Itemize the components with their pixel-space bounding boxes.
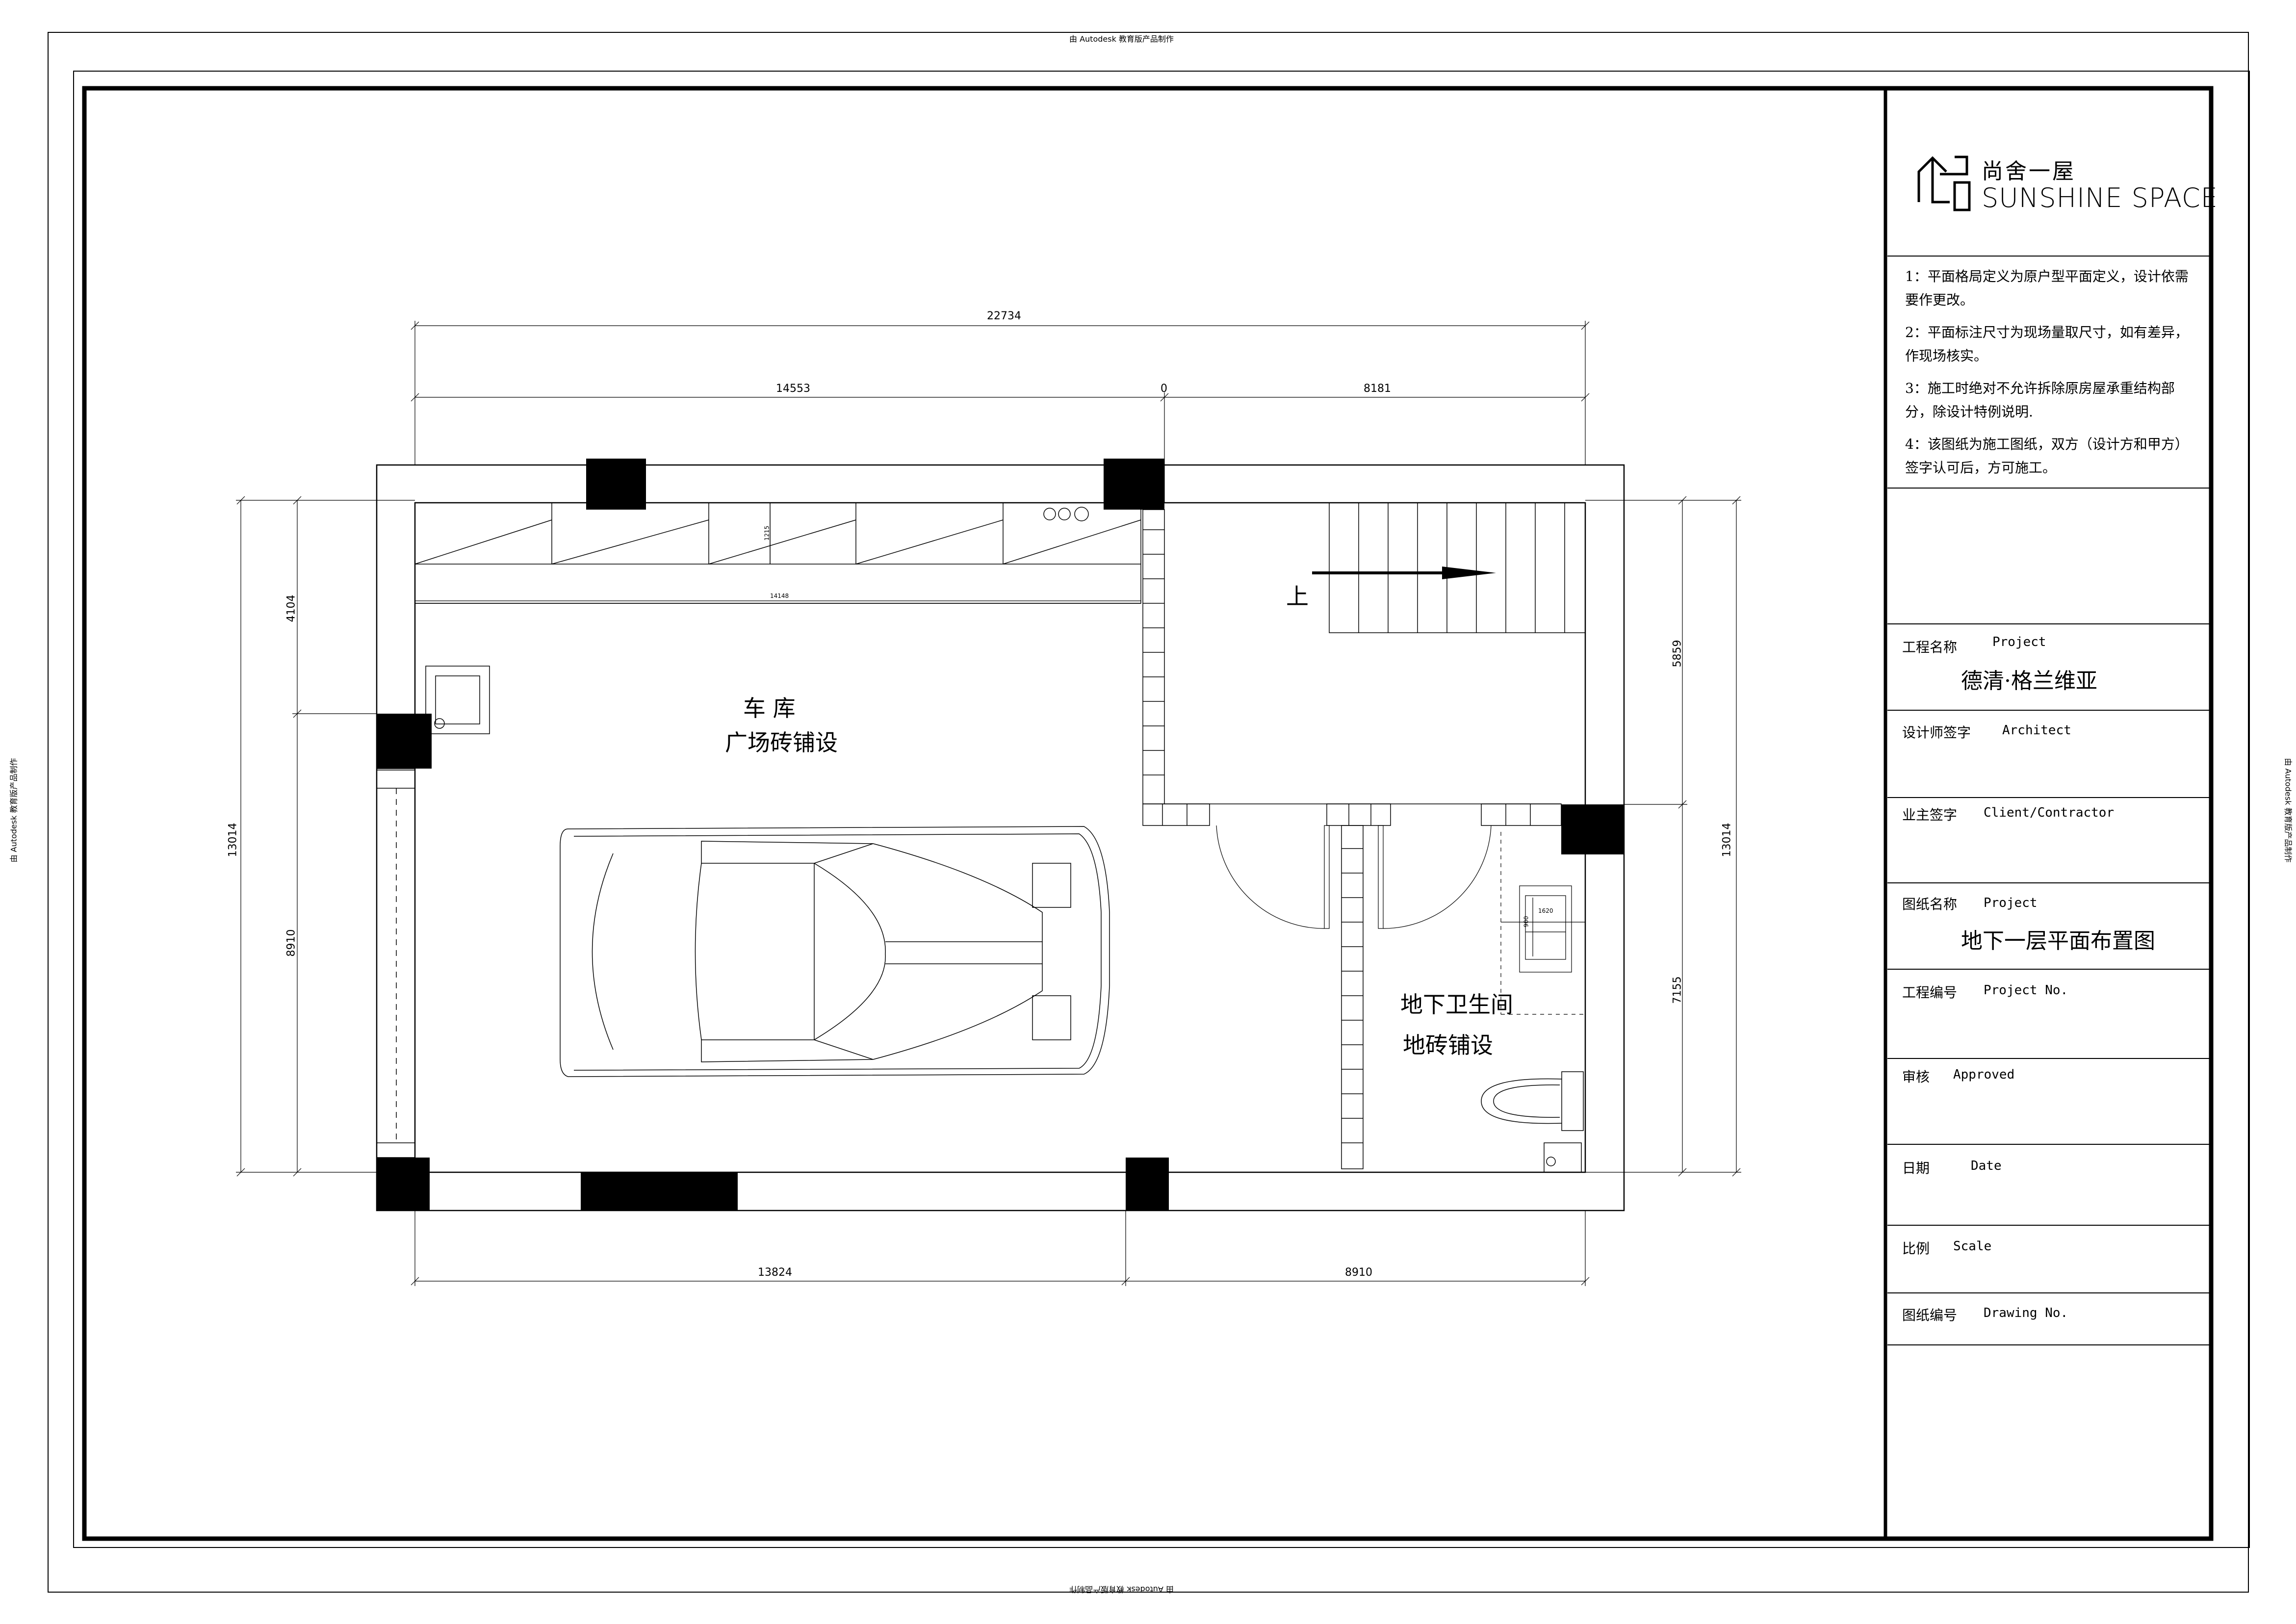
brand-name-en: SUNSHINE SPACE <box>1982 182 2218 213</box>
exterior-wall-outline <box>376 464 1625 1212</box>
designer-label: 设计师签字 <box>1902 724 1971 741</box>
garage-title: 车 库 <box>743 695 796 722</box>
car-icon <box>560 826 1110 1077</box>
project-label: 工程名称 <box>1902 639 1958 655</box>
sheet-inner-thin-border <box>73 71 2250 1548</box>
drawing-name-value: 地下一层平面布置图 <box>1961 928 2155 954</box>
door-swings <box>1216 825 1492 929</box>
toilet-icon <box>1481 1071 1584 1173</box>
drawing-no-label-en: Drawing No. <box>1984 1306 2068 1320</box>
note-3: 3：施工时绝对不允许拆除原房屋承重结构部分，除设计特例说明. <box>1905 380 2175 420</box>
project-no-label-en: Project No. <box>1984 983 2068 998</box>
partition-wall-horizontal <box>1142 803 1562 826</box>
dim-bottom-right: 8910 <box>1345 1266 1372 1279</box>
dim-right-total: 13014 <box>1721 823 1733 857</box>
watermark-top: 由 Autodesk 教育版产品制作 <box>1069 34 1174 44</box>
scale-label: 比例 <box>1902 1240 1930 1257</box>
dim-top-left: 14553 <box>776 383 810 395</box>
dim-basin-width: 1620 <box>1538 907 1553 914</box>
dim-right-upper: 5859 <box>1671 640 1684 668</box>
drawing-frame <box>82 86 2214 1541</box>
bathroom-partition-wall <box>1341 825 1364 1169</box>
dim-basin-depth: 900 <box>1522 916 1530 928</box>
client-label: 业主签字 <box>1902 807 1958 823</box>
dim-bottom-left: 13824 <box>758 1266 792 1279</box>
watermark-right: 由 Autodesk 教育版产品制作 <box>2283 758 2293 863</box>
garage-floor-note: 广场砖铺设 <box>725 729 838 756</box>
title-block-rows <box>1887 256 2209 1345</box>
note-4: 4：该图纸为施工图纸，双方（设计方和甲方）签字认可后，方可施工。 <box>1905 436 2189 476</box>
structural-columns <box>377 459 1624 1211</box>
stair-up-label: 上 <box>1286 583 1309 610</box>
dim-top-zero: 0 <box>1161 383 1167 395</box>
storage-cabinet <box>414 502 1141 604</box>
dim-left-lower: 8910 <box>285 929 298 957</box>
approved-label: 审核 <box>1902 1069 1930 1085</box>
dim-top-total: 22734 <box>987 310 1021 322</box>
project-label-en: Project <box>1992 635 2046 649</box>
drawing-no-label: 图纸编号 <box>1902 1307 1958 1323</box>
brand-name-cn: 尚舍一屋 <box>1982 159 2076 184</box>
sheet-outer-border <box>48 32 2249 1593</box>
dim-right-lower: 7155 <box>1671 976 1684 1004</box>
dim-left-total: 13014 <box>227 823 239 857</box>
date-label: 日期 <box>1902 1160 1930 1176</box>
staircase <box>1329 502 1586 633</box>
client-label-en: Client/Contractor <box>1984 805 2115 820</box>
project-value: 德清·格兰维亚 <box>1961 669 2097 694</box>
date-label-en: Date <box>1971 1159 2002 1173</box>
partition-wall-vertical <box>1142 509 1165 804</box>
dim-cabinet-length: 14148 <box>770 593 789 599</box>
dim-left-upper: 4104 <box>285 594 298 622</box>
approved-label-en: Approved <box>1953 1067 2015 1082</box>
brand-logo-icon <box>1917 155 1971 211</box>
dim-cabinet-depth: 1215 <box>763 525 771 541</box>
note-1: 1：平面格局定义为原户型平面定义，设计依需要作更改。 <box>1905 268 2189 308</box>
bathroom-title: 地下卫生间 <box>1400 991 1513 1018</box>
dimension-lines <box>236 321 1741 1286</box>
project-no-label: 工程编号 <box>1902 984 1958 1001</box>
bathroom-floor-note: 地砖铺设 <box>1403 1032 1493 1058</box>
scale-label-en: Scale <box>1953 1239 1992 1254</box>
designer-label-en: Architect <box>2002 723 2071 738</box>
watermark-left: 由 Autodesk 教育版产品制作 <box>9 758 19 863</box>
washbasin <box>1500 832 1585 1015</box>
note-2: 2：平面标注尺寸为现场量取尺寸，如有差异，作现场核实。 <box>1905 324 2189 364</box>
utility-sink <box>376 666 490 1158</box>
stair-direction-arrow-icon <box>1312 567 1496 579</box>
design-notes: 1：平面格局定义为原户型平面定义，设计依需要作更改。 2：平面标注尺寸为现场量取… <box>1905 265 2199 480</box>
dim-top-right: 8181 <box>1364 383 1391 395</box>
drawing-name-label-en: Project <box>1984 896 2038 910</box>
watermark-bottom: 由 Autodesk 教育版产品制作 <box>1069 1585 1174 1594</box>
drawing-name-label: 图纸名称 <box>1902 896 1958 912</box>
